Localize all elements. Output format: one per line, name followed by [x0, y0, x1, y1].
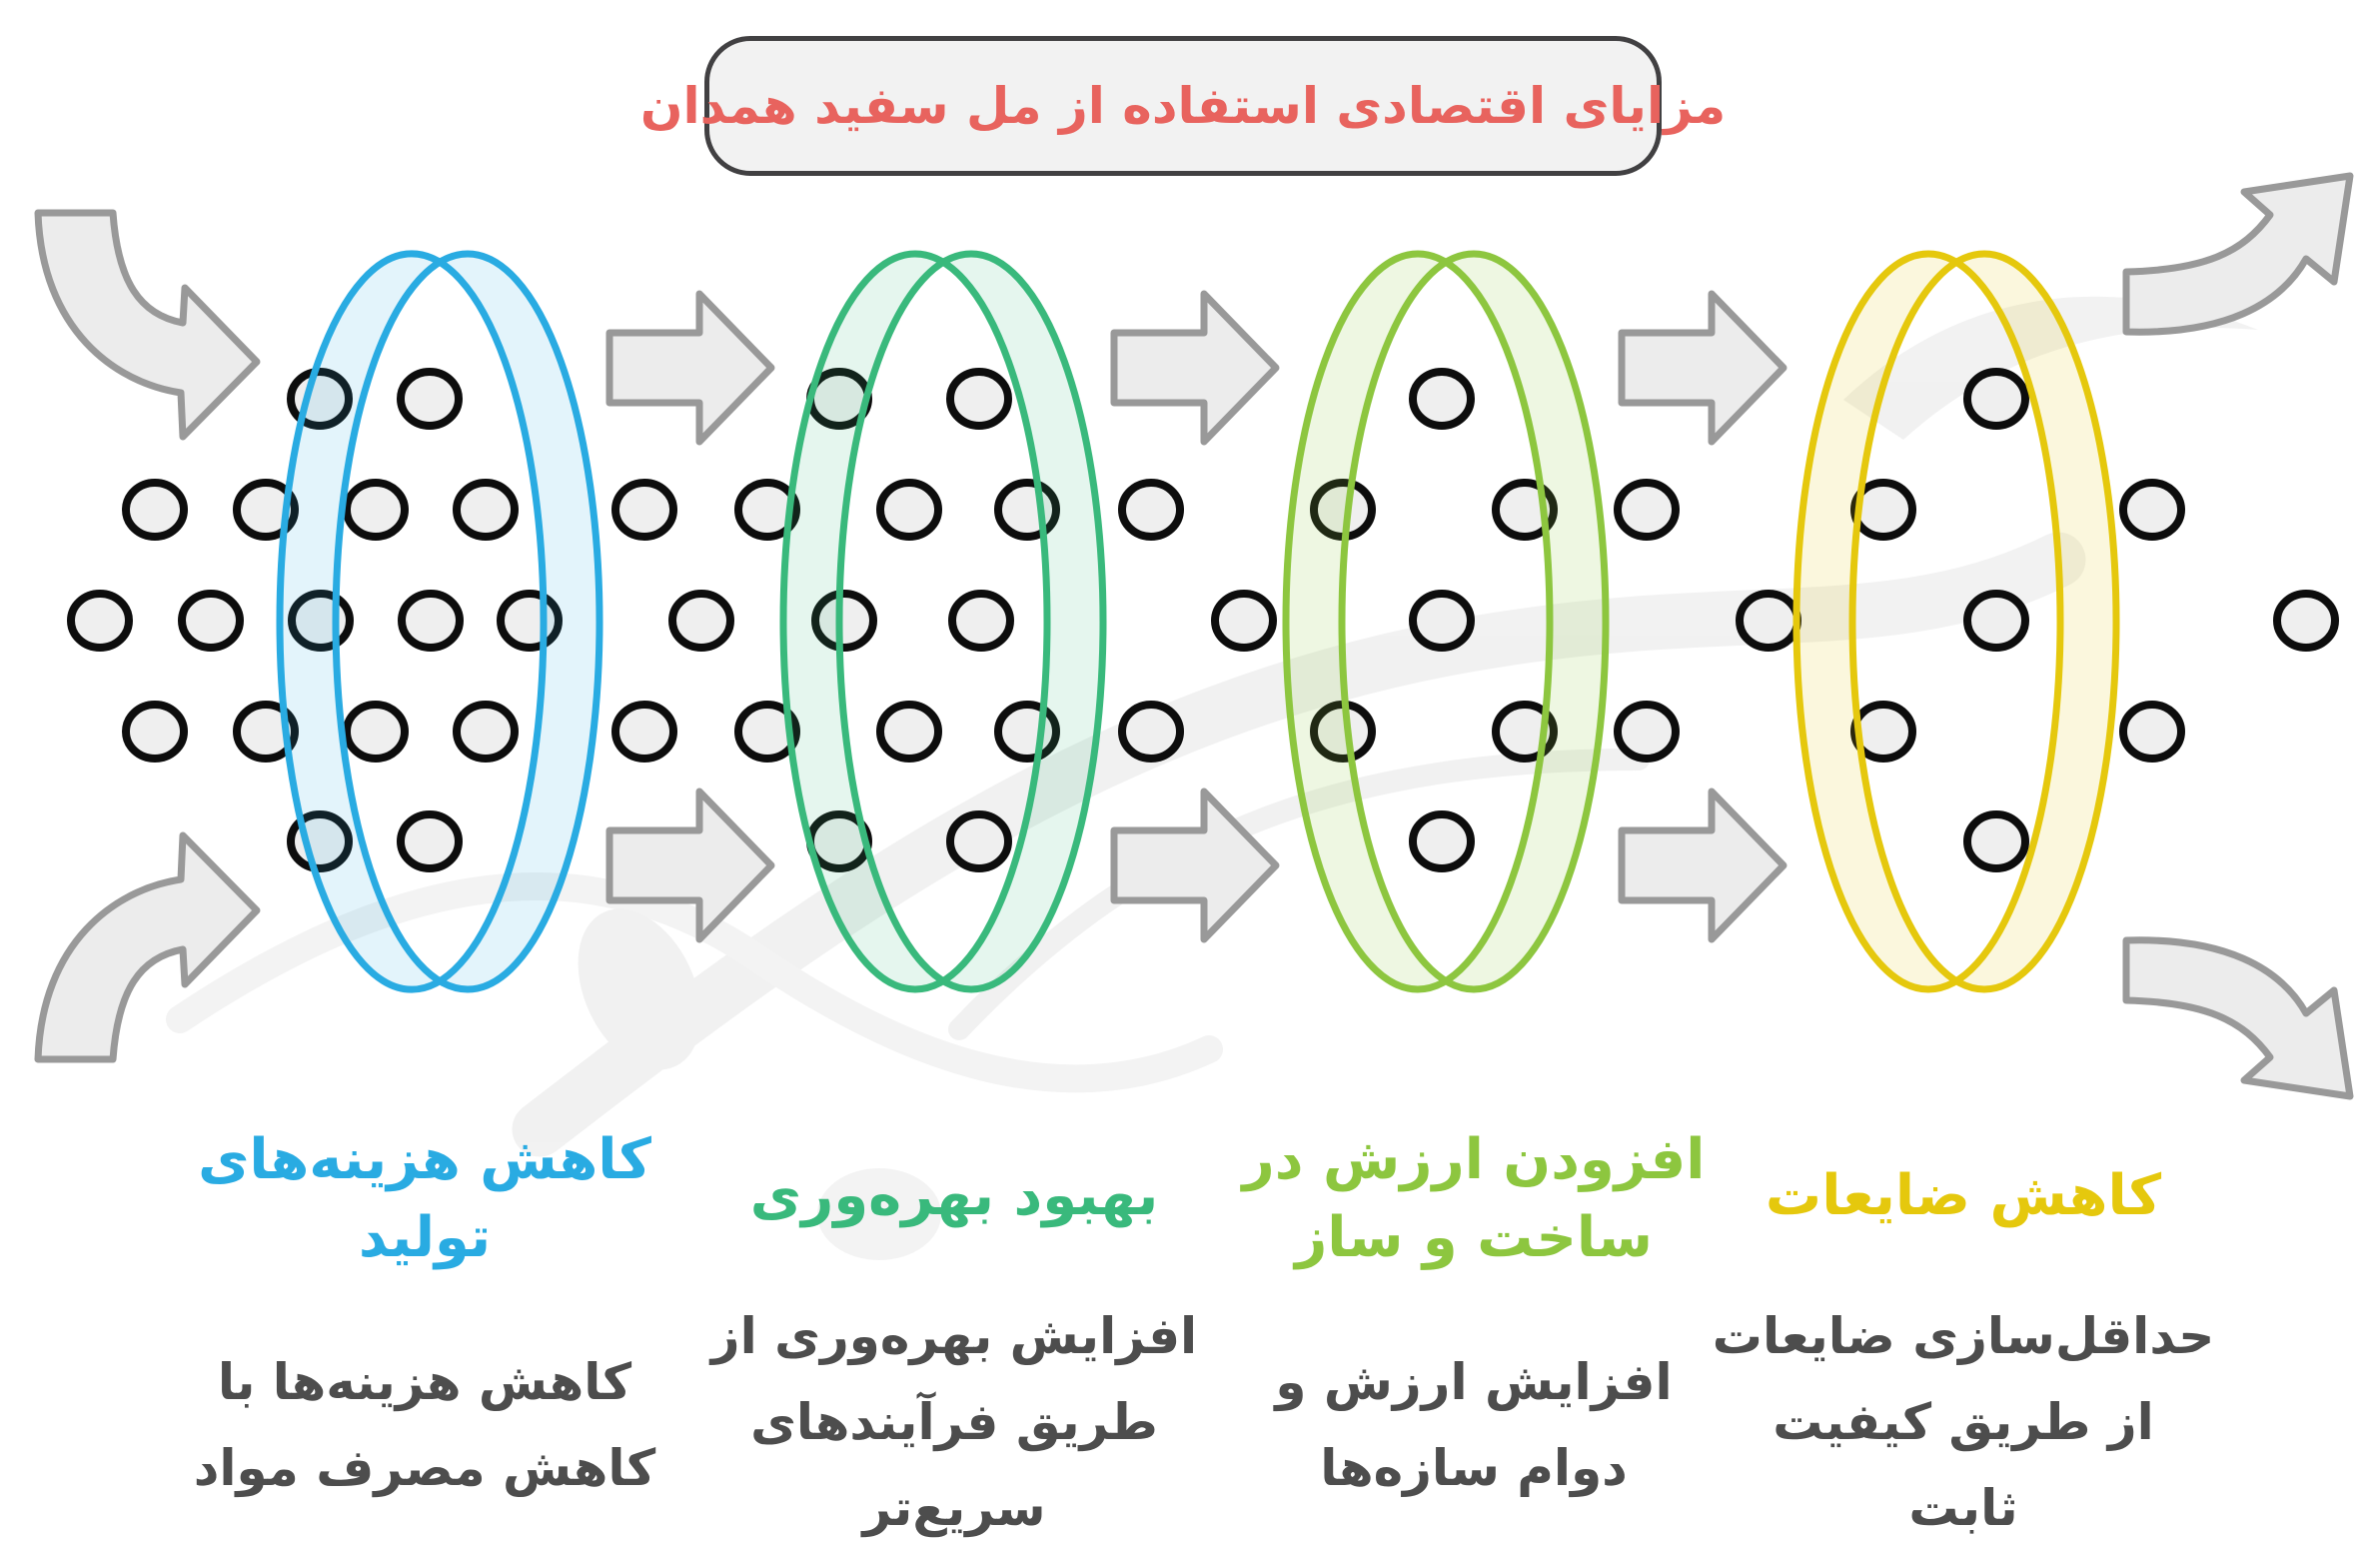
watermark-blob: [578, 908, 701, 1070]
material-dot: [948, 590, 1014, 652]
flow-arrow-right: [1618, 787, 1787, 943]
ring-productivity: [779, 250, 1107, 993]
benefit-column-construction-value: افزودن ارزش در ساخت و ساز افزایش ارزش و …: [1194, 1099, 1754, 1550]
flow-arrow-right: [605, 290, 775, 446]
material-dot: [876, 701, 942, 763]
material-dot: [178, 590, 244, 652]
material-dot: [611, 701, 677, 763]
benefit-heading-0: کاهش هزینه‌های تولید: [198, 1126, 651, 1271]
material-dot: [1614, 479, 1680, 541]
material-dot: [1963, 368, 2029, 430]
watermark-wing: [1843, 296, 2258, 440]
benefit-body-3: حداقل‌سازی ضایعات از طریق کیفیت ثابت: [1712, 1307, 2215, 1537]
material-dot: [343, 701, 409, 763]
material-dot: [946, 368, 1012, 430]
material-dot: [876, 479, 942, 541]
material-dot: [946, 810, 1012, 872]
exit-arrow-top: [2122, 172, 2354, 336]
flow-arrow-right: [1110, 787, 1280, 943]
page-title: مزایای اقتصادی استفاده از مل سفید همدان: [639, 77, 1727, 135]
ring-production-costs: [276, 250, 603, 993]
material-dot: [1963, 810, 2029, 872]
material-dot: [233, 701, 299, 763]
material-dot: [397, 368, 463, 430]
material-dot: [668, 590, 734, 652]
ring-construction-value: [1282, 250, 1610, 993]
process-rings: [276, 250, 2120, 993]
watermark-blob: [817, 1168, 941, 1260]
material-dot: [2119, 479, 2185, 541]
material-dot: [122, 479, 188, 541]
material-dot: [1409, 590, 1475, 652]
watermark-swoosh: [948, 749, 1650, 1040]
material-dot: [2273, 590, 2339, 652]
material-dot: [2119, 701, 2185, 763]
material-dot: [453, 701, 519, 763]
material-dot: [1409, 368, 1475, 430]
title-box: مزایای اقتصادی استفاده از مل سفید همدان: [640, 36, 1726, 176]
benefit-column-waste-reduction: کاهش ضایعات حداقل‌سازی ضایعات از طریق کی…: [1684, 1099, 2243, 1550]
material-dot: [398, 590, 464, 652]
material-dot: [453, 479, 519, 541]
flow-arrows: [34, 172, 2354, 1100]
material-dot: [1850, 701, 1916, 763]
entry-arrow-bottom: [34, 831, 261, 1063]
flow-arrow-right: [605, 787, 775, 943]
benefit-body-1: افزایش بهره‌وری از طریق فرآیندهای سریع‌ت…: [710, 1307, 1198, 1537]
material-dot: [122, 701, 188, 763]
exit-arrow-bottom: [2122, 936, 2354, 1100]
material-dot: [1118, 701, 1184, 763]
material-dot: [1409, 810, 1475, 872]
watermark: [166, 296, 2258, 1260]
material-dot: [1614, 701, 1680, 763]
material-dot: [1736, 590, 1801, 652]
watermark-swoosh: [166, 872, 1223, 1093]
material-dot: [1850, 479, 1916, 541]
benefit-heading-2: افزودن ارزش در ساخت و ساز: [1242, 1126, 1706, 1271]
material-dot: [343, 479, 409, 541]
material-dot: [233, 479, 299, 541]
benefit-column-production-costs: کاهش هزینه‌های تولید کاهش هزینه‌ها با کا…: [145, 1099, 704, 1550]
material-dot: [1963, 590, 2029, 652]
material-dot: [1118, 479, 1184, 541]
flow-arrow-right: [1618, 290, 1787, 446]
material-dot: [734, 479, 800, 541]
material-dot: [397, 810, 463, 872]
benefit-heading-1: بهبود بهره‌وری: [749, 1163, 1159, 1229]
material-dot: [811, 590, 877, 652]
benefit-body-2: افزایش ارزش و دوام سازه‌ها: [1275, 1352, 1673, 1497]
material-dot: [1211, 590, 1277, 652]
entry-arrow-top: [34, 209, 261, 441]
benefit-heading-3: کاهش ضایعات: [1765, 1163, 2162, 1229]
material-dot: [67, 590, 133, 652]
material-dot: [734, 701, 800, 763]
ring-waste-reduction: [1792, 250, 2120, 993]
benefit-column-productivity: بهبود بهره‌وری افزایش بهره‌وری از طریق ف…: [674, 1099, 1234, 1550]
flow-arrow-right: [1110, 290, 1280, 446]
material-dot: [611, 479, 677, 541]
benefit-body-0: کاهش هزینه‌ها با کاهش مصرف مواد: [193, 1352, 656, 1497]
